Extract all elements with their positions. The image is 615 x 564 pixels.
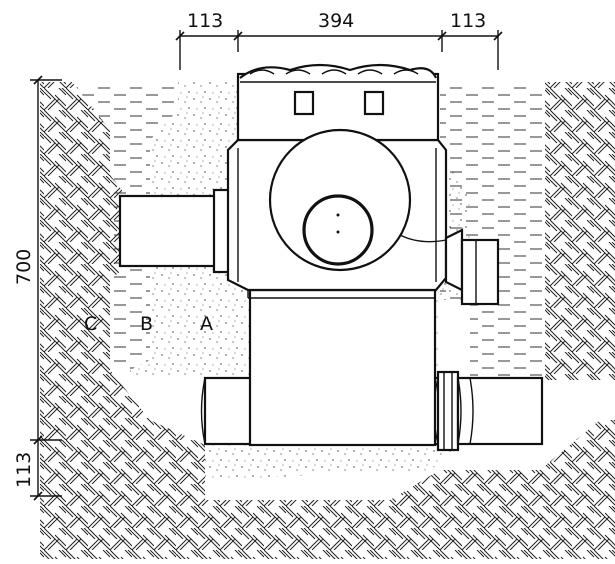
dimension-top [175, 30, 503, 70]
dimension-left [30, 75, 62, 501]
lower-riser [248, 288, 437, 447]
zone-c-left-hatch [40, 82, 615, 559]
inlet-pipe-left [118, 188, 232, 274]
zone-label-a: A [200, 313, 213, 335]
dim-top-center-label: 394 [318, 10, 354, 32]
dim-left-bottom-label: 113 [13, 452, 35, 488]
zone-c-right-hatch [545, 82, 615, 380]
chamber-lid [236, 63, 440, 142]
zone-label-c: C [84, 313, 97, 335]
dim-top-left-label: 113 [187, 10, 223, 32]
lid-window-right [363, 90, 385, 116]
outlet-socket-right [444, 228, 500, 306]
zone-b-dashed-right [440, 82, 545, 380]
chamber-port [268, 128, 447, 272]
zone-label-b: B [140, 313, 153, 335]
dim-left-height-label: 700 [13, 249, 35, 285]
lid-window-left [293, 90, 315, 116]
dim-top-right-label: 113 [450, 10, 486, 32]
